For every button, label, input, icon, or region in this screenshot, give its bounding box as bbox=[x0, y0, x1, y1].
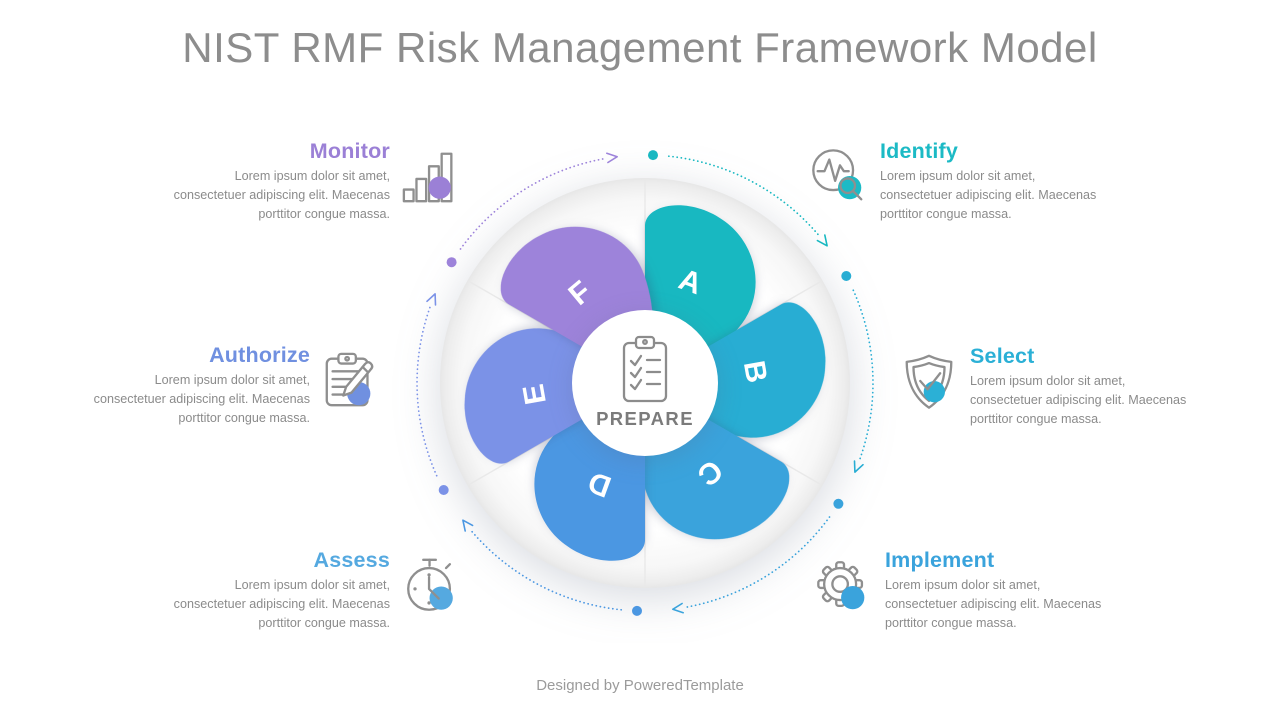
ring-arrowhead-6 bbox=[606, 152, 618, 164]
ring-dot-4 bbox=[632, 605, 642, 616]
section-monitor: Monitor Lorem ipsum dolor sit amet, cons… bbox=[100, 139, 462, 224]
section-select-title: Select bbox=[970, 344, 1035, 368]
section-assess-title: Assess bbox=[313, 548, 390, 572]
pulse-magnifier-icon bbox=[808, 146, 870, 224]
ring-arrowhead-3 bbox=[672, 602, 684, 614]
section-implement: Implement Lorem ipsum dolor sit amet, co… bbox=[813, 548, 1175, 633]
section-authorize-description: Lorem ipsum dolor sit amet, consectetuer… bbox=[93, 373, 310, 425]
clipboard-pencil-icon bbox=[320, 350, 382, 428]
ring-arc-4 bbox=[469, 528, 623, 611]
ring-dot-1 bbox=[648, 150, 658, 161]
section-monitor-title: Monitor bbox=[309, 139, 390, 163]
assess-accent-dot bbox=[429, 586, 453, 610]
ring-arc-5 bbox=[416, 304, 438, 477]
section-select-description: Lorem ipsum dolor sit amet, consectetuer… bbox=[970, 374, 1187, 426]
ring-dot-6 bbox=[446, 257, 457, 268]
section-select: Select Lorem ipsum dolor sit amet, conse… bbox=[898, 344, 1260, 429]
gear-icon bbox=[813, 555, 875, 633]
prepare-label: PREPARE bbox=[596, 408, 694, 429]
section-authorize: Authorize Lorem ipsum dolor sit amet, co… bbox=[20, 343, 382, 428]
ring-arrowhead-4 bbox=[462, 519, 474, 532]
section-implement-title: Implement bbox=[885, 548, 995, 572]
ring-arc-3 bbox=[683, 516, 831, 609]
bar-chart-icon bbox=[400, 146, 462, 224]
monitor-accent-dot bbox=[428, 176, 451, 199]
section-authorize-title: Authorize bbox=[209, 343, 310, 367]
ring-dot-2 bbox=[841, 271, 852, 281]
ring-arc-6 bbox=[459, 157, 607, 250]
credit-line: Designed by PoweredTemplate bbox=[536, 677, 744, 694]
section-identify-description: Lorem ipsum dolor sit amet, consectetuer… bbox=[880, 169, 1097, 221]
clipboard-checklist-icon bbox=[622, 335, 668, 403]
implement-accent-dot bbox=[841, 586, 865, 610]
section-identify: Identify Lorem ipsum dolor sit amet, con… bbox=[808, 139, 1170, 224]
page-title: NIST RMF Risk Management Framework Model bbox=[182, 24, 1098, 71]
section-assess-description: Lorem ipsum dolor sit amet, consectetuer… bbox=[173, 578, 390, 630]
section-monitor-description: Lorem ipsum dolor sit amet, consectetuer… bbox=[173, 169, 390, 221]
ring-arc-2 bbox=[852, 289, 874, 462]
section-implement-description: Lorem ipsum dolor sit amet, consectetuer… bbox=[885, 578, 1102, 630]
cycle-arrows-ring bbox=[416, 150, 874, 616]
select-accent-dot bbox=[923, 381, 945, 403]
section-assess: Assess Lorem ipsum dolor sit amet, conse… bbox=[100, 548, 462, 633]
ring-dot-3 bbox=[833, 498, 844, 509]
ring-arc-1 bbox=[667, 155, 821, 238]
ring-arrowhead-1 bbox=[816, 234, 828, 247]
section-identify-title: Identify bbox=[880, 139, 959, 163]
ring-dot-5 bbox=[438, 485, 449, 495]
stopwatch-icon bbox=[400, 555, 462, 633]
ring-arrowhead-5 bbox=[426, 293, 437, 306]
prepare-hub: PREPARE bbox=[572, 310, 718, 456]
ring-arrowhead-2 bbox=[853, 460, 864, 473]
shield-check-icon bbox=[898, 351, 960, 429]
